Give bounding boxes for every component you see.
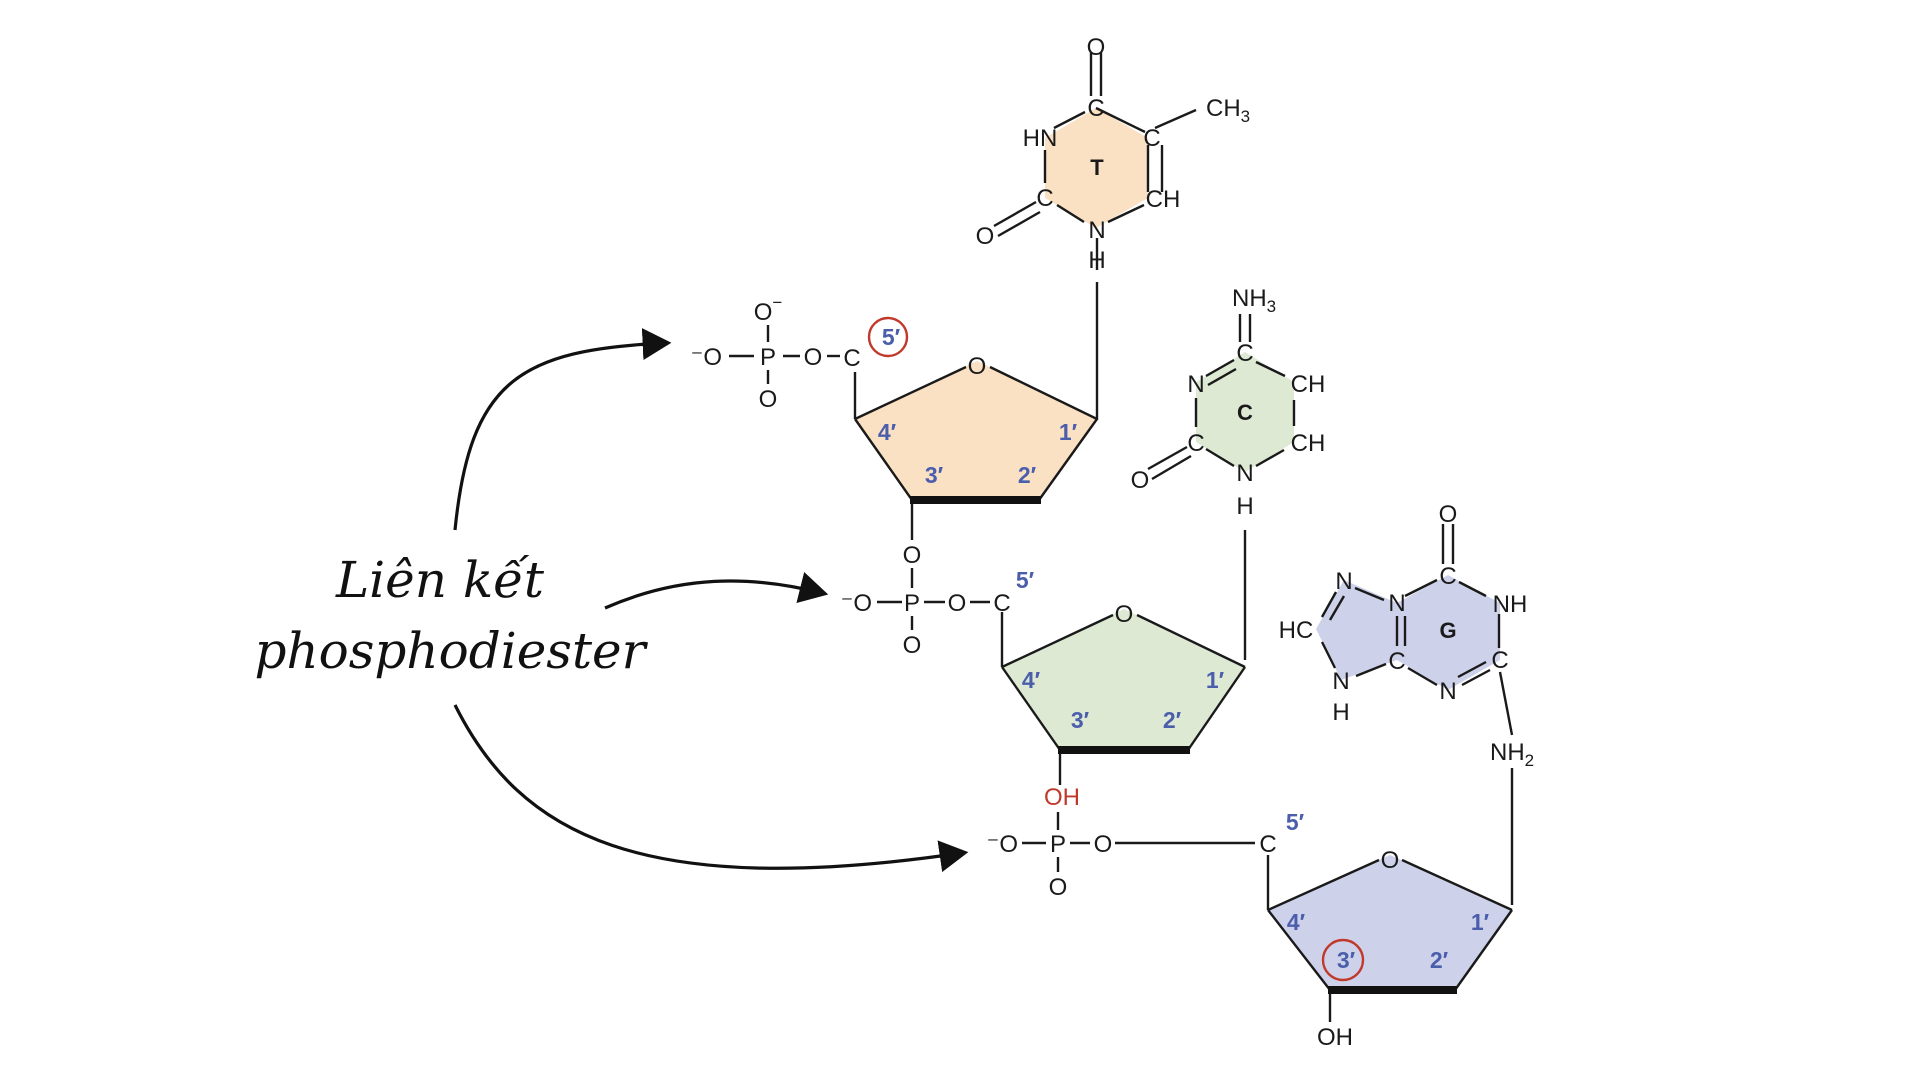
phosphate-3-oh-red: OH — [1044, 784, 1080, 811]
phosphate-3-o-bridge: O — [1094, 831, 1113, 858]
sugar-2-ring-o: O — [1115, 601, 1134, 628]
guanine-nh2: NH2 — [1490, 739, 1534, 770]
sugar-1-pos-4: 4′ — [878, 419, 897, 445]
sugar-3-oh: OH — [1317, 1024, 1353, 1051]
guanine-n-bottom: N — [1439, 678, 1456, 705]
sugar-2-pos-5: 5′ — [1016, 567, 1035, 593]
sugar-2-c5: C — [993, 590, 1010, 617]
guanine-n-imidazole-top: N — [1335, 568, 1352, 595]
guanine-bonds — [1320, 524, 1514, 736]
phosphate-1-o-minus-top: O− — [754, 293, 783, 326]
sugar-1-pos-3: 3′ — [925, 462, 944, 488]
thymine-ring — [1045, 108, 1148, 228]
phosphate-1-o-bridge: O — [804, 344, 823, 371]
thymine-bonds — [993, 52, 1197, 270]
sugar-3-pos-5: 5′ — [1286, 809, 1305, 835]
thymine-ch: CH — [1146, 186, 1181, 213]
sugar-2-ring — [1002, 609, 1245, 750]
phosphate-2-p: P — [904, 590, 920, 617]
phosphate-1-o-bottom: O — [759, 386, 778, 413]
thymine-c-top: C — [1087, 95, 1104, 122]
phosphate-2-o-bottom: O — [903, 632, 922, 659]
guanine-hc: HC — [1279, 617, 1314, 644]
sugar-1-pos-5: 5′ — [882, 324, 901, 350]
label-line-1: Liên kết — [335, 551, 545, 609]
sugar-1-pos-2: 2′ — [1018, 462, 1037, 488]
guanine-o: O — [1439, 501, 1458, 528]
arrow-to-phosphate-3 — [453, 704, 969, 873]
sugar-3-pos-2: 2′ — [1430, 947, 1449, 973]
sugar-1-ring-o: O — [968, 353, 987, 380]
thymine-h: H — [1088, 247, 1105, 274]
cytosine-c-left: C — [1187, 430, 1204, 457]
thymine-n-bottom: N — [1088, 217, 1105, 244]
arrow-to-phosphate-1 — [453, 328, 672, 531]
cytosine-base-letter: C — [1237, 400, 1253, 425]
sugar-1-pos-1: 1′ — [1059, 419, 1078, 445]
thymine-ch3: CH3 — [1206, 95, 1250, 126]
sugar-2-pos-2: 2′ — [1163, 707, 1182, 733]
thymine-c-left: C — [1036, 185, 1053, 212]
thymine-c-right: C — [1143, 125, 1160, 152]
phosphate-2-o-bridge: O — [948, 590, 967, 617]
phosphate-2-o-minus-left: ⁻O — [841, 590, 872, 617]
cytosine-ch-bottom: CH — [1291, 430, 1326, 457]
sugar-2-pos-3: 3′ — [1071, 707, 1090, 733]
cytosine-nh3: NH3 — [1232, 285, 1276, 316]
guanine-pyrimidine-ring — [1397, 575, 1500, 690]
thymine-base-letter: T — [1090, 155, 1104, 180]
phosphate-1-o-minus-left: ⁻O — [691, 344, 722, 371]
sugar-3-c5: C — [1259, 831, 1276, 858]
cytosine-n-bottom: N — [1236, 460, 1253, 487]
phosphate-3-p: P — [1050, 831, 1066, 858]
guanine-c-fused-bottom: C — [1388, 648, 1405, 675]
cytosine-bonds — [1147, 314, 1296, 660]
guanine-c-right: C — [1491, 647, 1508, 674]
phosphate-3-o-bottom: O — [1049, 874, 1068, 901]
guanine-base-letter: G — [1439, 618, 1456, 643]
guanine-nh: NH — [1493, 591, 1528, 618]
sugar-3-ring — [1268, 855, 1512, 990]
guanine-n-fused-top: N — [1388, 590, 1405, 617]
sugar-3-ring-o: O — [1381, 847, 1400, 874]
guanine-h: H — [1332, 699, 1349, 726]
sugar-2-pos-4: 4′ — [1022, 667, 1041, 693]
cytosine-ch-top: CH — [1291, 371, 1326, 398]
sugar-3-pos-1: 1′ — [1471, 909, 1490, 935]
guanine-c-top: C — [1439, 563, 1456, 590]
highlight-3-prime-circle — [1321, 938, 1365, 982]
phosphate-2-o-top: O — [903, 542, 922, 569]
cytosine-ring — [1196, 352, 1294, 472]
guanine-imidazole-ring — [1316, 580, 1397, 680]
cytosine-h: H — [1236, 493, 1253, 520]
sugar-1-ring — [855, 361, 1097, 500]
cytosine-c-top: C — [1236, 340, 1253, 367]
cytosine-o: O — [1131, 467, 1150, 494]
thymine-o-left: O — [976, 223, 995, 250]
highlight-5-prime-circle — [867, 316, 909, 358]
label-line-2: phosphodiester — [254, 622, 648, 680]
sugar-1-c5: C — [843, 345, 860, 372]
thymine-hn: HN — [1023, 125, 1058, 152]
cytosine-n-left: N — [1187, 371, 1204, 398]
arrow-to-phosphate-2 — [604, 572, 829, 610]
phosphate-3-o-minus-left: ⁻O — [987, 831, 1018, 858]
sugar-3-pos-4: 4′ — [1287, 909, 1306, 935]
sugar-3-pos-3: 3′ — [1337, 947, 1356, 973]
thymine-o-top: O — [1087, 34, 1106, 61]
phosphate-1-p: P — [760, 344, 776, 371]
sugar-2-pos-1: 1′ — [1206, 667, 1225, 693]
guanine-n-imidazole-bottom: N — [1332, 668, 1349, 695]
